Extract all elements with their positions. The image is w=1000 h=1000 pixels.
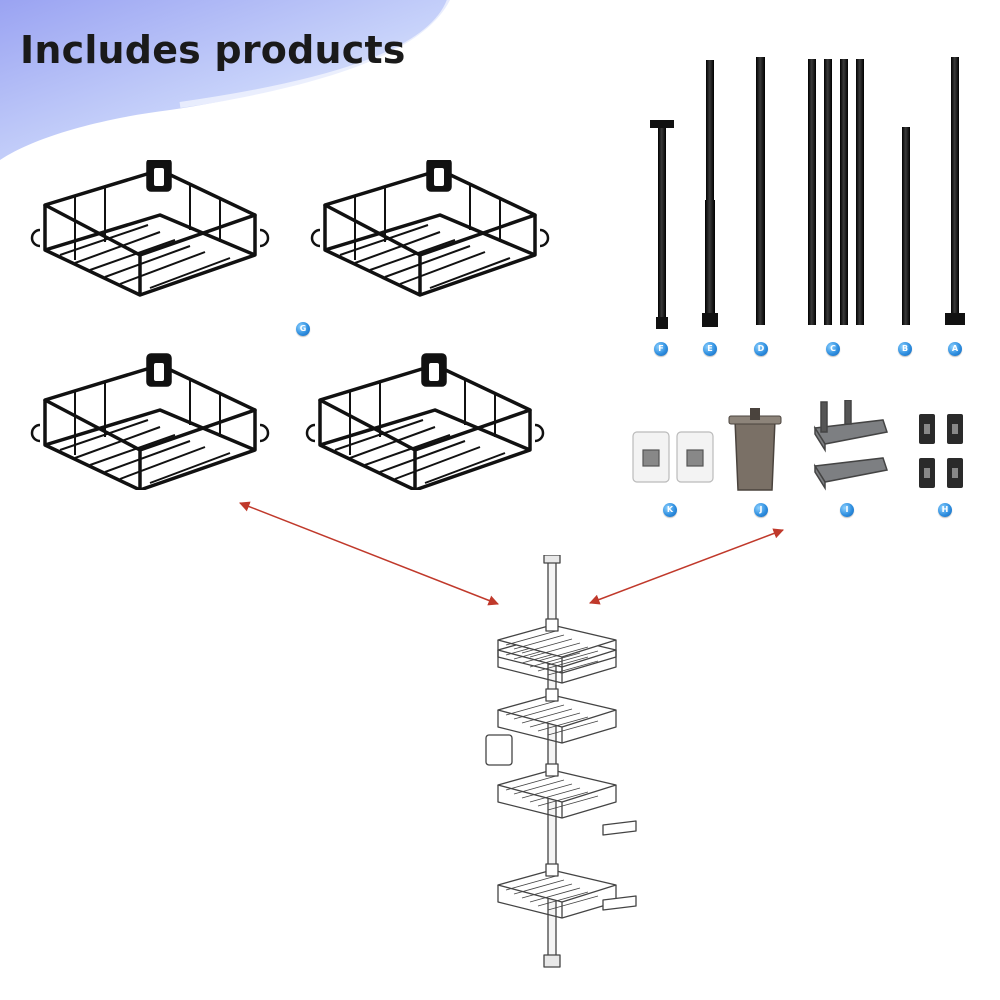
label-badge-c: C [826, 342, 840, 356]
pole-f [658, 127, 666, 322]
soap-trays [813, 400, 888, 491]
pole-d [756, 57, 765, 325]
label-badge-k: K [663, 503, 677, 517]
pole-e [706, 60, 714, 200]
storage-cup [728, 408, 782, 491]
pole-c-4 [856, 59, 864, 325]
page-title: Includes products [20, 28, 406, 72]
pole-a [951, 57, 959, 317]
pole-c-1 [808, 59, 816, 325]
label-badge-i: I [840, 503, 854, 517]
sky-gradient [0, 0, 450, 160]
label-badge-e: E [703, 342, 717, 356]
label-badge-d: D [754, 342, 768, 356]
adhesive-hooks [632, 431, 714, 483]
corner-baskets [30, 160, 550, 490]
corner-basket [30, 160, 270, 297]
label-badge-g: G [296, 322, 310, 336]
pole-clips [919, 414, 963, 488]
pole-c-3 [840, 59, 848, 325]
poles [650, 57, 965, 329]
label-badge-b: B [898, 342, 912, 356]
assembled-rack [485, 555, 637, 968]
label-badge-j: J [754, 503, 768, 517]
pole-c-2 [824, 59, 832, 325]
label-badge-f: F [654, 342, 668, 356]
pole-b [902, 127, 910, 325]
accessories [632, 400, 963, 491]
label-badge-h: H [938, 503, 952, 517]
label-badge-a: A [948, 342, 962, 356]
